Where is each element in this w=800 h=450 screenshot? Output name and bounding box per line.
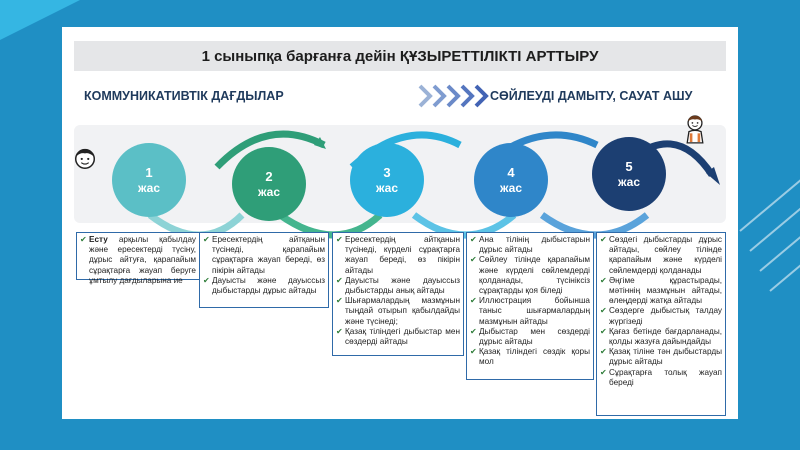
list-item: ✔Ересектердің айтқанын түсінеді, күрделі… <box>336 235 460 275</box>
child-face-icon <box>74 148 96 169</box>
list-item: ✔Шығармалардың мазмұнын тыңдай отырып қа… <box>336 296 460 326</box>
stage-circle-5: 5 жас <box>592 137 666 211</box>
check-icon: ✔ <box>336 275 343 285</box>
stage-circle-4: 4 жас <box>474 143 548 217</box>
list-item: ✔Дауысты және дауыссыз дыбыстарды дұрыс … <box>203 275 325 296</box>
list-item: ✔Қазақ тіліне тән дыбыстарды дұрыс айтад… <box>600 347 722 367</box>
list-item: ✔Сөздерге дыбыстық талдау жүргізеді <box>600 306 722 326</box>
list-item: ✔Қазақ тіліндегі дыбыстар мен сөздерді а… <box>336 326 460 347</box>
check-icon: ✔ <box>80 235 87 244</box>
chevron-arrows-icon <box>418 84 489 108</box>
list-item: ✔Сөйлеу тілінде қарапайым және күрделі с… <box>470 255 590 296</box>
stage-box-3: ✔Ересектердің айтқанын түсінеді, күрделі… <box>332 232 464 356</box>
stage-circle-3: 3 жас <box>350 143 424 217</box>
check-icon: ✔ <box>600 367 607 377</box>
page-title: 1 сыныпқа барғанға дейін ҚҰЗЫРЕТТІЛІКТІ … <box>201 47 599 65</box>
stage-box-5: ✔Сөздегі дыбыстарды дұрыс айтады, сөйлеу… <box>596 232 726 416</box>
list-item: ✔Сұрақтарға толық жауап береді <box>600 367 722 387</box>
stage-number: 4 <box>507 164 515 180</box>
stage-unit: жас <box>137 180 160 195</box>
list-item: ✔Иллюстрация бойынша таныс шығармалардың… <box>470 296 590 326</box>
stage-unit: жас <box>617 174 640 189</box>
stage-unit: жас <box>499 180 522 195</box>
stage-circle-2: 2 жас <box>232 147 306 221</box>
check-icon: ✔ <box>336 296 343 306</box>
list-item: ✔Сөздегі дыбыстарды дұрыс айтады, сөйлеу… <box>600 235 722 275</box>
list-item: ✔Есту арқылы қабылдау және ересектерді т… <box>80 235 196 285</box>
check-icon: ✔ <box>336 326 343 336</box>
list-item: ✔Дауысты және дауыссыз дыбыстарды анық а… <box>336 275 460 296</box>
list-item: ✔Ана тілінің дыбыстарын дұрыс айтады <box>470 235 590 255</box>
stage-number: 5 <box>625 158 633 174</box>
stage-number: 3 <box>383 164 391 180</box>
check-icon: ✔ <box>203 235 210 244</box>
check-icon: ✔ <box>600 235 607 244</box>
stage-box-1: ✔Есту арқылы қабылдау және ересектерді т… <box>76 232 200 285</box>
check-icon: ✔ <box>470 235 477 244</box>
right-heading: СӨЙЛЕУДІ ДАМЫТУ, САУАТ АШУ <box>490 89 693 103</box>
check-icon: ✔ <box>470 296 477 306</box>
list-item: ✔Ересектердің айтқанын түсінеді, қарапай… <box>203 235 325 275</box>
check-icon: ✔ <box>470 255 477 265</box>
check-icon: ✔ <box>470 326 477 336</box>
title-bar: 1 сыныпқа барғанға дейін ҚҰЗЫРЕТТІЛІКТІ … <box>74 41 726 71</box>
stage-unit: жас <box>257 184 280 199</box>
stage-unit: жас <box>375 180 398 195</box>
stage-circle-1: 1 жас <box>112 143 186 217</box>
check-icon: ✔ <box>470 347 477 357</box>
stage-number: 1 <box>145 164 153 180</box>
slide-card: 1 сыныпқа барғанға дейін ҚҰЗЫРЕТТІЛІКТІ … <box>62 27 738 419</box>
stage-box-4: ✔Ана тілінің дыбыстарын дұрыс айтады ✔Сө… <box>466 232 594 380</box>
left-heading: КОММУНИКАТИВТІК ДАҒДЫЛАР <box>84 89 284 103</box>
list-item: ✔Әңгіме құрастырады, мәтіннің мазмұнын а… <box>600 275 722 306</box>
list-item: ✔Қағаз бетінде бағдарланады, қолды жазуғ… <box>600 326 722 347</box>
list-item: ✔Қазақ тіліндегі сөздік қоры мол <box>470 347 590 367</box>
check-icon: ✔ <box>600 275 607 285</box>
check-icon: ✔ <box>600 306 607 316</box>
check-icon: ✔ <box>600 347 607 357</box>
check-icon: ✔ <box>600 326 607 336</box>
list-item: ✔Дыбыстар мен сөздерді дұрыс айтады <box>470 326 590 347</box>
stage-number: 2 <box>265 168 273 184</box>
check-icon: ✔ <box>203 275 210 285</box>
check-icon: ✔ <box>336 235 343 244</box>
stage-box-2: ✔Ересектердің айтқанын түсінеді, қарапай… <box>199 232 329 308</box>
schoolchild-icon <box>686 115 704 144</box>
timeline-arrows <box>147 130 720 239</box>
